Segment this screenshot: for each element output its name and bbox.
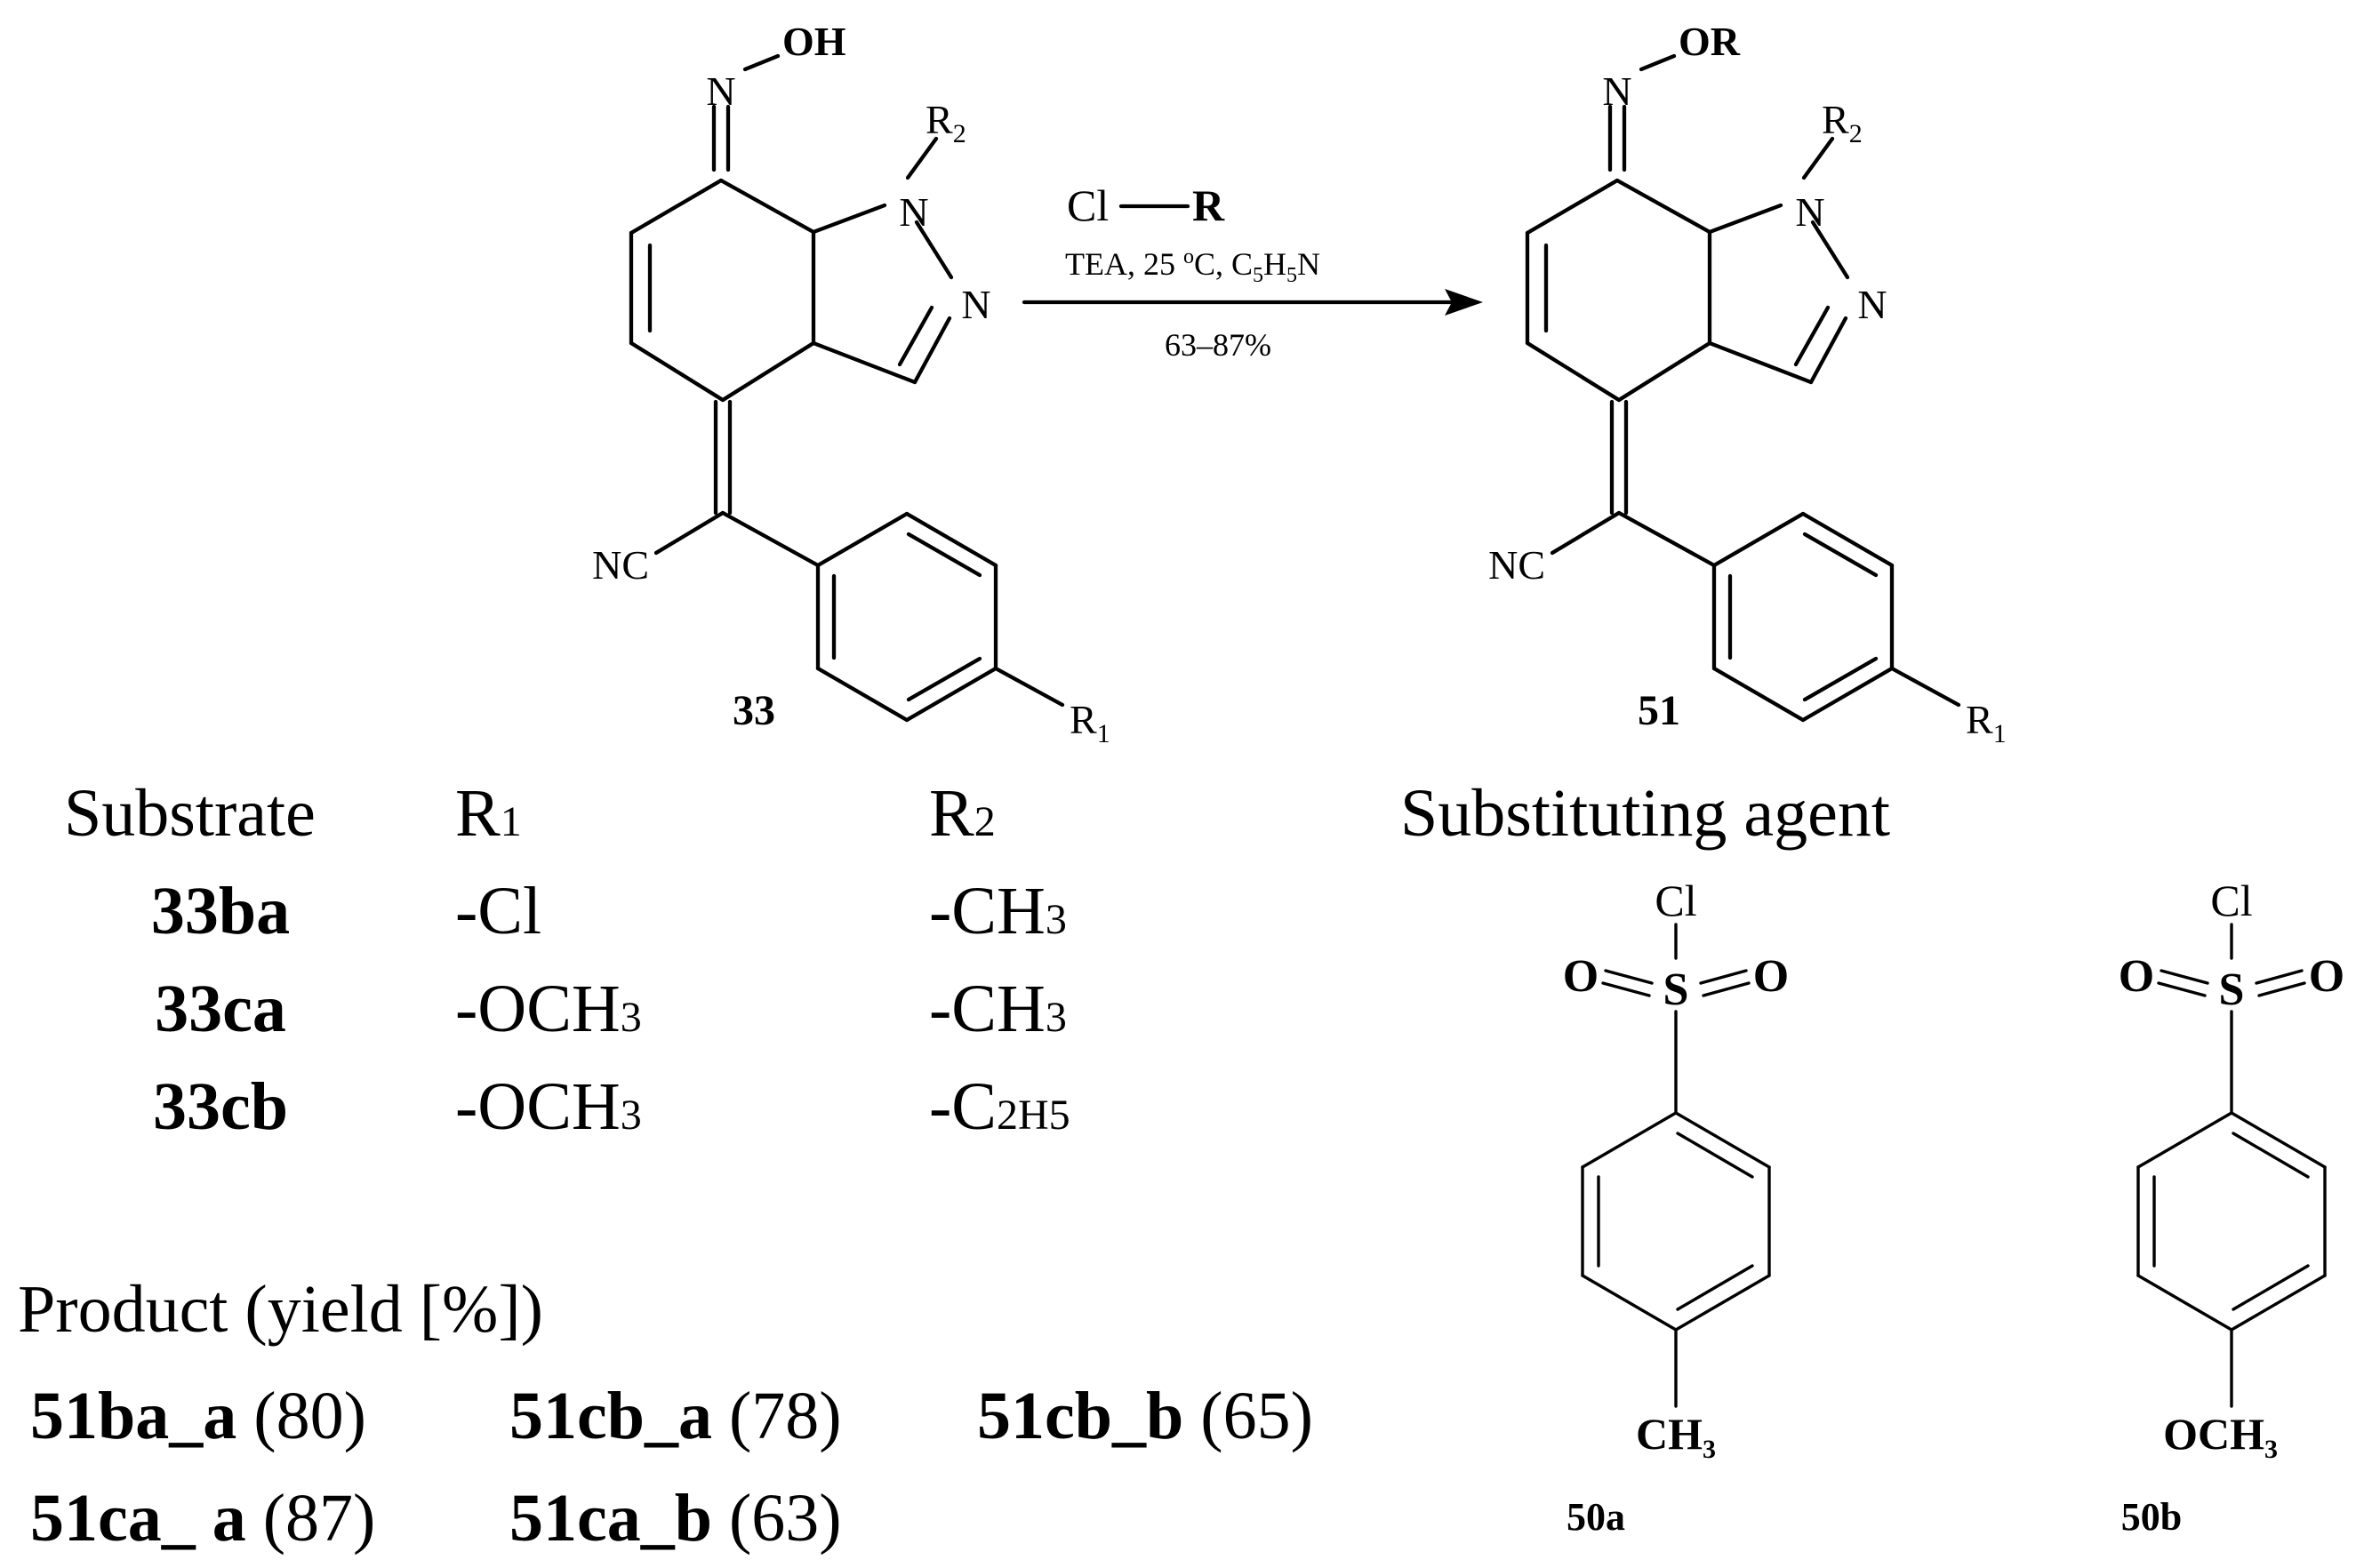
product-yield-item: 51ba_a (80) <box>30 1379 366 1453</box>
agent-oxygen: O <box>1563 951 1599 1002</box>
agent-sulfur: S <box>1663 964 1689 1015</box>
agent-label: 50a <box>1567 1495 1625 1539</box>
pyrazole-n2: N <box>961 282 990 327</box>
reactant-structure: N OH N N R2 NC R1 33 <box>592 19 1110 748</box>
pyrazole-n1: N <box>899 189 928 235</box>
agent-50a-structure: Cl S O O CH3 50a <box>1563 876 1789 1539</box>
product-label: 51 <box>1638 687 1680 734</box>
substrate-id: 33ba <box>151 874 290 948</box>
agent-chlorine: Cl <box>2210 876 2252 925</box>
reaction-arrow: Cl R TEA, 25 oC, C5H5N 63–87% <box>1022 180 1483 363</box>
product-yield-item: 51ca_b (63) <box>509 1481 842 1556</box>
product-yields: Product (yield [%]) 51ba_a (80) 51cb_a (… <box>18 1272 1313 1556</box>
r2-label: R2 <box>1822 97 1863 148</box>
table-header-substrate: Substrate <box>64 776 316 851</box>
agent-oxygen: O <box>2309 951 2344 1002</box>
oxime-group: OR <box>1679 19 1741 64</box>
substrate-table: Substrate R1 R2 33ba -Cl -CH3 33ca -OCH3… <box>64 776 1070 1144</box>
agent-tail: CH3 <box>1636 1409 1716 1464</box>
substrate-r1: -Cl <box>455 874 541 948</box>
r2-label: R2 <box>926 97 966 148</box>
agent-chlorine: Cl <box>1655 876 1696 925</box>
substrate-id: 33cb <box>153 1069 288 1144</box>
reagent-chlorine: Cl <box>1067 180 1109 230</box>
reagent-r: R <box>1192 180 1225 230</box>
product-structure: N OR N N R2 NC R1 51 <box>1488 19 2007 748</box>
table-header-r2: R2 <box>929 776 996 851</box>
agent-oxygen: O <box>1753 951 1789 1002</box>
agent-label: 50b <box>2121 1495 2182 1539</box>
substrate-r1: -OCH3 <box>455 1069 642 1144</box>
r1-label: R1 <box>1966 697 2007 748</box>
products-title: Product (yield [%]) <box>18 1272 543 1347</box>
reaction-conditions: TEA, 25 oC, C5H5N <box>1065 245 1320 287</box>
substituting-agents: Substituting agent Cl S O O CH3 50a <box>1400 776 2344 1539</box>
substrate-r2: -CH3 <box>929 972 1067 1046</box>
oxime-nitrogen: N <box>1602 68 1631 114</box>
oxime-group: OH <box>782 19 846 64</box>
agent-sulfur: S <box>2219 964 2245 1015</box>
agents-title: Substituting agent <box>1400 776 1890 851</box>
nitrile-label: NC <box>592 542 649 588</box>
substrate-id: 33ca <box>155 972 286 1046</box>
substrate-r2: -CH3 <box>929 874 1067 948</box>
r1-label: R1 <box>1070 697 1110 748</box>
pyrazole-n2: N <box>1857 282 1887 327</box>
yield-range: 63–87% <box>1165 327 1271 363</box>
reactant-label: 33 <box>733 687 775 734</box>
agent-50b-structure: Cl S O O OCH3 50b <box>2119 876 2344 1539</box>
nitrile-label: NC <box>1488 542 1545 588</box>
agent-oxygen: O <box>2119 951 2154 1002</box>
pyrazole-n1: N <box>1795 189 1824 235</box>
product-yield-item: 51ca_ a (87) <box>30 1481 375 1556</box>
substrate-r2: -C2H5 <box>929 1069 1070 1144</box>
product-yield-item: 51cb_a (78) <box>509 1379 842 1453</box>
table-header-r1: R1 <box>455 776 522 851</box>
agent-tail: OCH3 <box>2163 1409 2278 1464</box>
oxime-nitrogen: N <box>706 68 735 114</box>
substrate-r1: -OCH3 <box>455 972 642 1046</box>
product-yield-item: 51cb_b (65) <box>977 1379 1313 1453</box>
